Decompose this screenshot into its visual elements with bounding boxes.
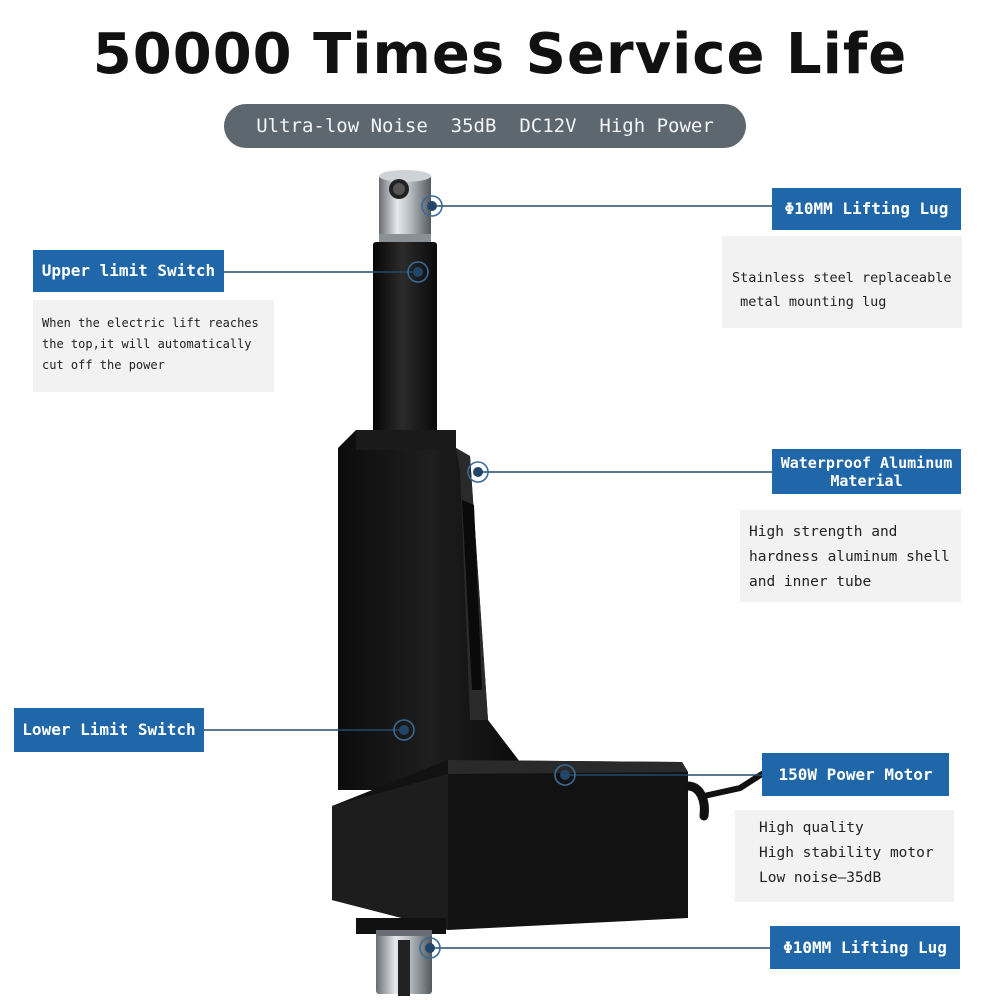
lower-limit-switch-label: Lower Limit Switch bbox=[14, 708, 204, 752]
desc-line: cut off the power bbox=[42, 358, 165, 372]
leader-lines bbox=[204, 205, 772, 949]
bottom-lifting-lug bbox=[376, 930, 432, 996]
desc-line: the top,it will automatically bbox=[42, 337, 252, 351]
upper-limit-switch-label: Upper limit Switch bbox=[33, 250, 224, 292]
label-line: Waterproof Aluminum bbox=[780, 453, 953, 472]
desc-line: Low noise—35dB bbox=[759, 870, 882, 886]
aluminum-description: High strength and hardness aluminum shel… bbox=[740, 510, 961, 602]
upper-limit-switch-description: When the electric lift reaches the top,i… bbox=[33, 300, 274, 392]
desc-line: When the electric lift reaches bbox=[42, 316, 259, 330]
top-lug-label: Φ10MM Lifting Lug bbox=[772, 188, 961, 230]
desc-line: hardness aluminum shell bbox=[749, 549, 950, 565]
desc-line: and inner tube bbox=[749, 574, 872, 590]
desc-line: High quality bbox=[759, 820, 864, 836]
top-lug-description: Stainless steel replaceable metal mounti… bbox=[722, 236, 962, 328]
outer-housing bbox=[338, 430, 520, 790]
marker-dots bbox=[393, 195, 576, 959]
top-lifting-lug bbox=[379, 170, 431, 242]
aluminum-material-label: Waterproof Aluminum Material bbox=[772, 449, 961, 494]
motor-housing bbox=[332, 760, 688, 934]
inner-tube bbox=[373, 242, 437, 434]
power-cable bbox=[683, 781, 709, 821]
desc-line: High strength and bbox=[749, 524, 898, 540]
desc-line: Stainless steel replaceable bbox=[732, 270, 952, 286]
label-line: Material bbox=[830, 471, 903, 490]
page-title: 50000 Times Service Life bbox=[92, 22, 908, 87]
spec-pill: Ultra-low Noise 35dB DC12V High Power bbox=[224, 104, 746, 148]
desc-line: High stability motor bbox=[759, 845, 934, 861]
power-motor-label: 150W Power Motor bbox=[762, 753, 949, 796]
desc-line: metal mounting lug bbox=[732, 294, 887, 310]
bottom-lug-label: Φ10MM Lifting Lug bbox=[770, 926, 960, 969]
power-motor-description: High quality High stability motor Low no… bbox=[735, 810, 954, 902]
